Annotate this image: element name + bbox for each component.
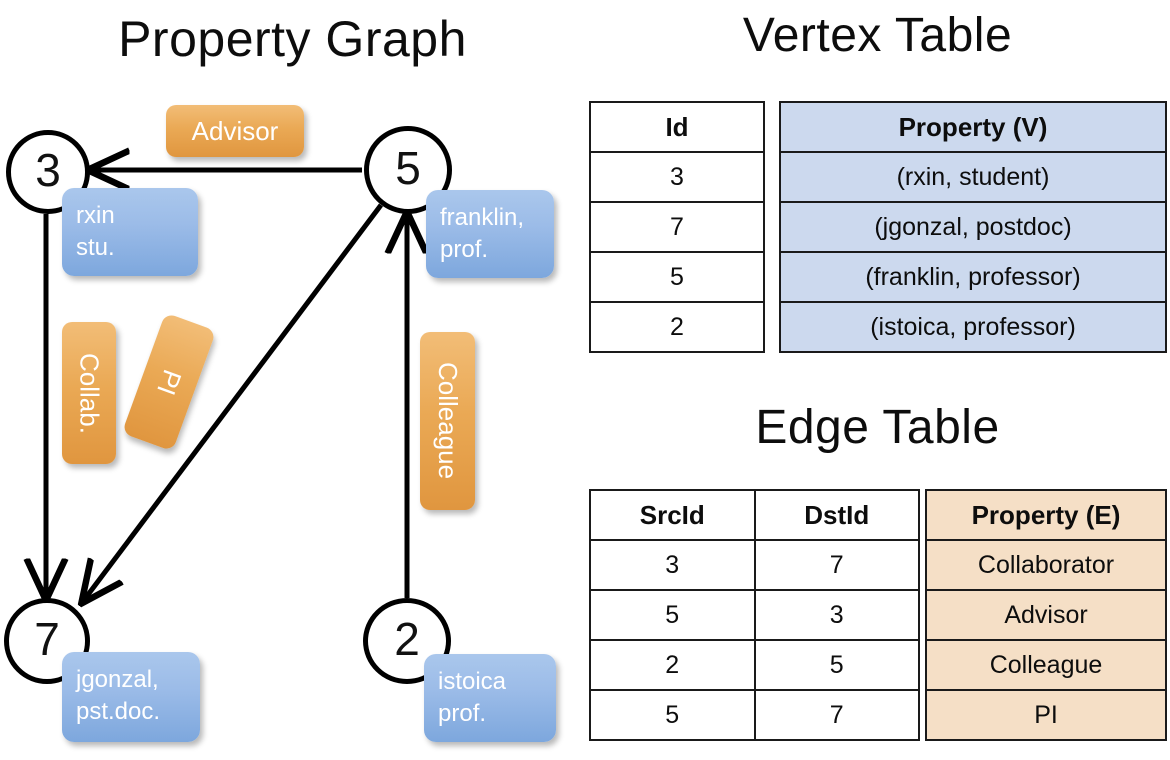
- callout-line-2: stu.: [76, 234, 115, 261]
- edge-label-pi-text: PI: [151, 365, 188, 399]
- table-row[interactable]: 5 7: [589, 689, 920, 741]
- table-row[interactable]: 5: [589, 251, 765, 303]
- table-row[interactable]: 3: [589, 151, 765, 203]
- graph-node-5[interactable]: 5: [364, 126, 452, 214]
- callout-line-1: franklin,: [440, 204, 525, 231]
- graph-node-3-label: 3: [35, 144, 61, 196]
- vertex-table-property-column: Property (V) (rxin, student) (jgonzal, p…: [779, 101, 1167, 353]
- page-title-vertex-table: Vertex Table: [742, 9, 1013, 62]
- column-header-id: Id: [589, 101, 765, 153]
- edge-dstid-cell: 5: [753, 639, 920, 691]
- column-header-dstid: DstId: [753, 489, 920, 541]
- vertex-id-cell: 7: [589, 201, 765, 253]
- table-row[interactable]: 5 3: [589, 589, 920, 641]
- column-header-property-v: Property (V): [779, 101, 1167, 153]
- vertex-id-cell: 5: [589, 251, 765, 303]
- table-row[interactable]: 2 5: [589, 639, 920, 691]
- table-header-row: Id: [589, 101, 765, 153]
- callout-line-2: prof.: [438, 700, 487, 727]
- edge-srcid-cell: 2: [589, 639, 756, 691]
- vertex-id-cell: 3: [589, 151, 765, 203]
- edge-table-property-column: Property (E) Collaborator Advisor Collea…: [925, 489, 1167, 741]
- edge-dstid-cell: 7: [753, 539, 920, 591]
- table-row[interactable]: (istoica, professor): [779, 301, 1167, 353]
- edge-label-collab: Collab.: [62, 322, 116, 464]
- column-header-srcid: SrcId: [589, 489, 756, 541]
- table-row[interactable]: Collaborator: [925, 539, 1167, 591]
- table-row[interactable]: 2: [589, 301, 765, 353]
- column-header-property-e: Property (E): [925, 489, 1167, 541]
- callout-line-2: prof.: [440, 236, 489, 263]
- vertex-id-cell: 2: [589, 301, 765, 353]
- edge-dstid-cell: 7: [753, 689, 920, 741]
- table-header-row: SrcId DstId: [589, 489, 920, 541]
- table-row[interactable]: Colleague: [925, 639, 1167, 691]
- table-row[interactable]: Advisor: [925, 589, 1167, 641]
- vertex-property-cell: (franklin, professor): [779, 251, 1167, 303]
- edge-srcid-cell: 5: [589, 589, 756, 641]
- page-title-edge-table: Edge Table: [755, 401, 1000, 454]
- edge-srcid-cell: 3: [589, 539, 756, 591]
- edge-table-id-columns: SrcId DstId 3 7 5 3 2 5 5 7: [589, 489, 920, 741]
- callout-line-1: rxin: [76, 202, 115, 229]
- table-row[interactable]: 3 7: [589, 539, 920, 591]
- edge-property-cell: Advisor: [925, 589, 1167, 641]
- property-graph-panel: Property Graph 3 5 7 2 rxin stu. frankli…: [0, 0, 585, 760]
- vertex-table-id-column: Id 3 7 5 2: [589, 101, 765, 353]
- table-row[interactable]: (franklin, professor): [779, 251, 1167, 303]
- graph-node-2-label: 2: [394, 613, 420, 665]
- edge-property-cell: PI: [925, 689, 1167, 741]
- edge-label-colleague-text: Colleague: [433, 362, 463, 480]
- edge-label-colleague: Colleague: [420, 332, 475, 510]
- callout-line-1: jgonzal,: [76, 666, 159, 693]
- table-row[interactable]: (jgonzal, postdoc): [779, 201, 1167, 253]
- table-header-row: Property (E): [925, 489, 1167, 541]
- vertex-property-callout-rxin: rxin stu.: [62, 188, 198, 276]
- table-header-row: Property (V): [779, 101, 1167, 153]
- vertex-property-callout-franklin: franklin, prof.: [426, 190, 554, 278]
- table-row[interactable]: (rxin, student): [779, 151, 1167, 203]
- vertex-property-callout-jgonzal: jgonzal, pst.doc.: [62, 652, 200, 742]
- page-title-property-graph: Property Graph: [118, 11, 467, 67]
- edge-srcid-cell: 5: [589, 689, 756, 741]
- edge-property-cell: Colleague: [925, 639, 1167, 691]
- vertex-property-callout-istoica: istoica prof.: [424, 654, 556, 742]
- edge-5-to-7: [84, 203, 383, 600]
- edge-property-cell: Collaborator: [925, 539, 1167, 591]
- vertex-property-cell: (jgonzal, postdoc): [779, 201, 1167, 253]
- graph-node-2[interactable]: 2: [363, 598, 451, 684]
- table-row[interactable]: PI: [925, 689, 1167, 741]
- graph-node-5-label: 5: [395, 142, 421, 194]
- edge-label-collab-text: Collab.: [74, 352, 105, 434]
- vertex-property-cell: (rxin, student): [779, 151, 1167, 203]
- table-row[interactable]: 7: [589, 201, 765, 253]
- edge-label-advisor-text: Advisor: [191, 115, 279, 146]
- edge-label-advisor: Advisor: [166, 105, 304, 157]
- graph-edges-layer: [0, 0, 585, 760]
- vertex-property-cell: (istoica, professor): [779, 301, 1167, 353]
- callout-line-1: istoica: [438, 668, 507, 695]
- graph-node-7-label: 7: [34, 613, 60, 665]
- edge-dstid-cell: 3: [753, 589, 920, 641]
- callout-line-2: pst.doc.: [76, 698, 161, 725]
